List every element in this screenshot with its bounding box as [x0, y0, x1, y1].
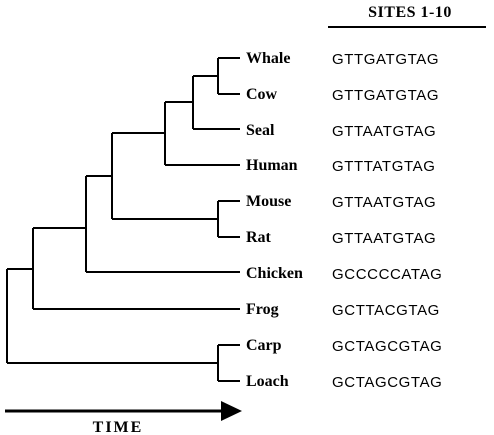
taxon-label-whale: Whale	[246, 50, 290, 67]
sequence-column: GTTGATGTAG GTTGATGTAG GTTAATGTAG GTTTATG…	[332, 51, 442, 391]
taxon-label-carp: Carp	[246, 337, 282, 354]
taxon-label-frog: Frog	[246, 301, 279, 318]
time-arrowhead-icon	[221, 401, 242, 421]
sequence-loach: GCTAGCGTAG	[332, 374, 442, 391]
sites-header: SITES 1-10	[368, 4, 452, 21]
taxon-label-human: Human	[246, 157, 298, 174]
taxon-labels: Whale Cow Seal Human Mouse Rat Chicken F…	[246, 50, 303, 390]
taxon-label-seal: Seal	[246, 122, 275, 139]
sequence-carp: GCTAGCGTAG	[332, 338, 442, 355]
sequence-whale: GTTGATGTAG	[332, 51, 439, 68]
sequence-seal: GTTAATGTAG	[332, 123, 436, 140]
sequence-mouse: GTTAATGTAG	[332, 194, 436, 211]
sequence-human: GTTTATGTAG	[332, 158, 436, 175]
taxon-label-mouse: Mouse	[246, 193, 291, 210]
sequence-rat: GTTAATGTAG	[332, 230, 436, 247]
time-axis: TIME	[5, 401, 242, 435]
taxon-label-rat: Rat	[246, 229, 272, 246]
sequence-cow: GTTGATGTAG	[332, 87, 439, 104]
tree-branches	[6, 57, 240, 382]
time-axis-label: TIME	[93, 419, 144, 435]
sequence-chicken: GCCCCCATAG	[332, 266, 442, 283]
taxon-label-cow: Cow	[246, 86, 278, 103]
taxon-label-chicken: Chicken	[246, 265, 303, 282]
sequence-frog: GCTTACGTAG	[332, 302, 440, 319]
taxon-label-loach: Loach	[246, 373, 289, 390]
